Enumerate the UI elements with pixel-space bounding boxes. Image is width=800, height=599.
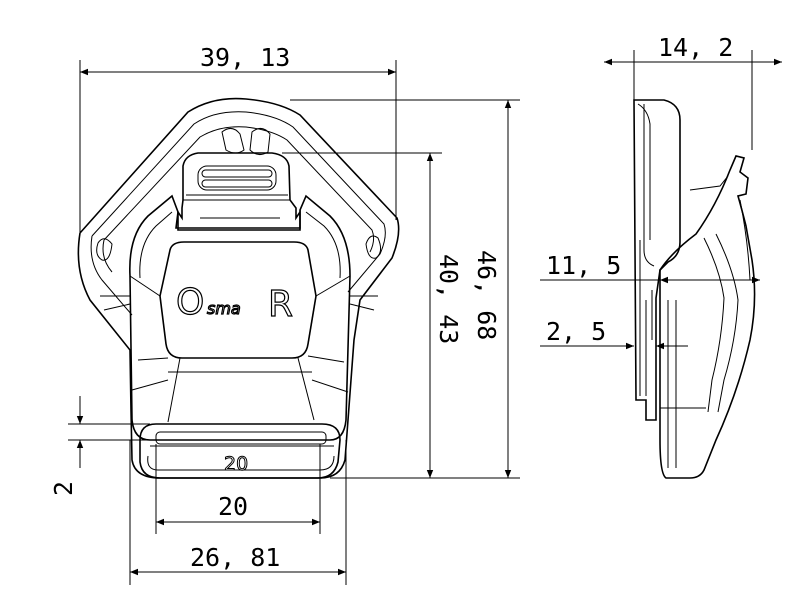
logo-letter-r: R — [268, 284, 293, 325]
dim-side-offset-b: 2, 5 — [546, 317, 606, 346]
side-back-plate — [633, 99, 681, 421]
dim-inner-height: 40, 43 — [434, 254, 463, 344]
side-front-face — [659, 155, 756, 479]
side-view — [633, 99, 756, 479]
dim-slot-height: 2 — [49, 481, 78, 496]
dim-side-offset-a: 11, 5 — [546, 251, 621, 280]
dim-total-height: 46, 68 — [472, 250, 501, 340]
dim-side-depth: 14, 2 — [658, 33, 733, 62]
dimension-annotations: 39, 13 14, 2 40, 43 46, 68 11, 5 2, 5 2 — [49, 33, 782, 585]
dim-top-width: 39, 13 — [200, 43, 290, 72]
buckle-main-frame — [129, 194, 351, 441]
slot-marking: 20 — [224, 453, 248, 475]
top-latch — [177, 152, 301, 231]
logo-letter-middle: sma — [207, 299, 241, 318]
dim-bottom-width: 26, 81 — [190, 543, 280, 572]
bottom-slot-bar — [139, 423, 341, 479]
buckle-inner-rim — [91, 111, 386, 293]
dim-slot-width: 20 — [218, 492, 248, 521]
front-view: O sma R 20 — [77, 97, 400, 479]
logo-letter-o: O — [176, 282, 204, 323]
